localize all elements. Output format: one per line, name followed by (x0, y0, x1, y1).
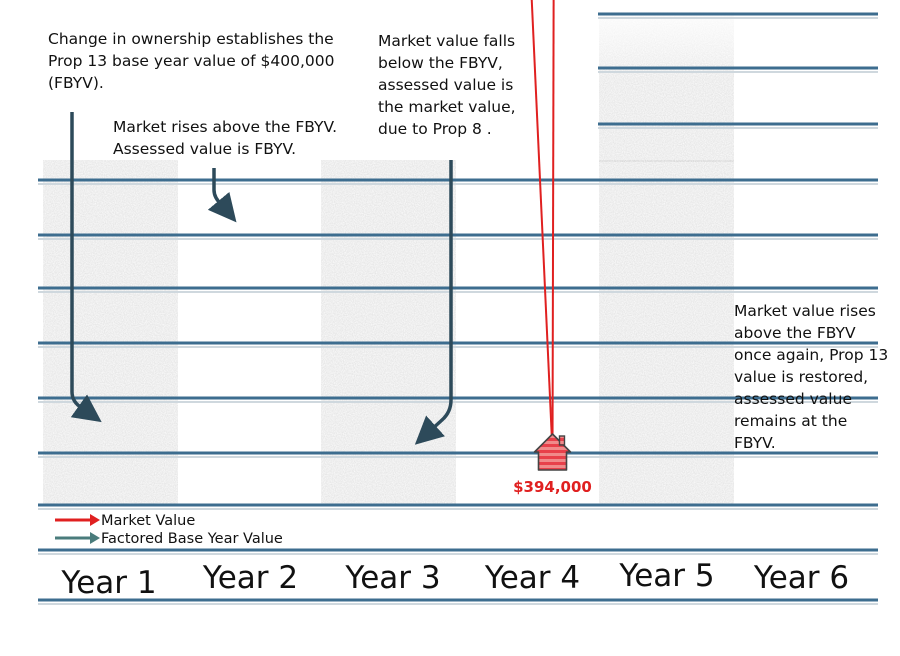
annotation-year3: Market value falls below the FBYV, asses… (378, 30, 516, 140)
annotation-line: Market rises above the FBYV. (113, 118, 338, 136)
x-tick-label: Year 3 (344, 560, 440, 596)
annotation-line: once again, Prop 13 (734, 346, 889, 364)
annotation-line: value is restored, (734, 368, 869, 386)
x-tick-label: Year 6 (753, 560, 849, 596)
annotation-line: Market value rises (734, 302, 876, 320)
x-tick-label: Year 5 (618, 558, 714, 594)
legend-label: Factored Base Year Value (101, 531, 283, 547)
x-tick-label: Year 1 (60, 565, 156, 601)
year1-arrow-icon (70, 112, 102, 423)
year2-arrow-icon (207, 168, 237, 223)
legend-label: Market Value (101, 513, 195, 529)
annotation-line: Change in ownership establishes the (48, 30, 334, 48)
shaded-columns (43, 12, 734, 505)
data-label: $394,000 (513, 478, 592, 496)
annotation-line: assessed value (734, 390, 852, 408)
shaded-column (43, 160, 178, 505)
house-markers (533, 433, 572, 471)
annotation-line: Prop 13 base year value of $400,000 (48, 52, 335, 70)
value-labels: $400,000$408,000$416,160$424,483$432,973… (513, 478, 592, 496)
annotation-year2: Market rises above the FBYV. Assessed va… (113, 116, 337, 160)
annotation-line: (FBYV). (48, 74, 104, 92)
x-tick-label: Year 4 (484, 560, 580, 596)
grid-lines (38, 12, 878, 605)
shaded-column (599, 12, 734, 162)
annotation-line: remains at the (734, 412, 848, 430)
legend-arrow-icon (90, 532, 100, 544)
annotation-arrows (70, 112, 453, 445)
house-icon (533, 433, 572, 471)
annotation-year6: Market value rises above the FBYV once a… (734, 300, 888, 454)
annotation-line: assessed value is (378, 76, 514, 94)
annotation-year1: Change in ownership establishes the Prop… (48, 28, 334, 94)
annotation-line: the market value, (378, 98, 516, 116)
annotation-line: due to Prop 8 . (378, 120, 492, 138)
shaded-column (321, 160, 456, 505)
annotation-line: FBYV. (734, 434, 776, 452)
x-tick-label: Year 2 (202, 560, 298, 596)
annotation-line: Market value falls (378, 32, 516, 50)
annotation-line: Assessed value is FBYV. (113, 140, 297, 158)
x-axis-labels: Year 1 Year 2 Year 3 Year 4 Year 5 Year 6 (60, 558, 849, 601)
annotation-line: above the FBYV (734, 324, 856, 342)
legend-arrow-icon (90, 514, 100, 526)
shaded-column (599, 160, 734, 505)
year3-arrow-icon (414, 160, 453, 445)
annotation-line: below the FBYV, (378, 54, 503, 72)
